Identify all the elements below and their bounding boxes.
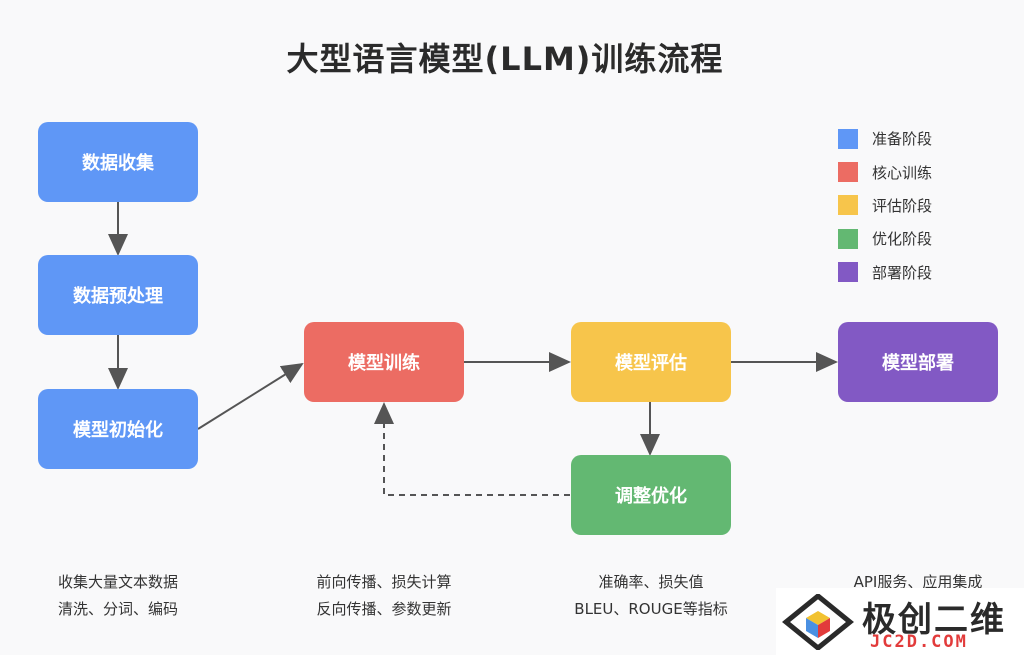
watermark: 极创二维 JC2D.COM: [776, 588, 1024, 655]
node-model-deployment: 模型部署: [838, 322, 998, 402]
legend-item-deployment: 部署阶段: [838, 256, 932, 289]
legend-label-optimization: 优化阶段: [872, 230, 933, 249]
legend-item-core-training: 核心训练: [838, 155, 932, 188]
legend: 准备阶段 核心训练 评估阶段 优化阶段 部署阶段: [838, 122, 932, 289]
legend-swatch-deployment: [838, 262, 858, 283]
description-prep-line-2: 清洗、分词、编码: [57, 600, 178, 618]
legend-item-prep: 准备阶段: [838, 122, 932, 155]
arrow-init-to-training: [197, 362, 304, 430]
description-evaluation-line-1: 准确率、损失值: [598, 573, 704, 591]
node-tuning-optimization: 调整优化: [571, 455, 731, 535]
description-training: 前向传播、损失计算 反向传播、参数更新: [274, 569, 494, 623]
legend-label-core-training: 核心训练: [872, 163, 933, 182]
watermark-text: 极创二维: [862, 600, 1006, 640]
legend-swatch-prep: [838, 128, 858, 149]
legend-item-evaluation: 评估阶段: [838, 189, 932, 222]
description-training-line-1: 前向传播、损失计算: [316, 573, 452, 591]
description-deployment: API服务、应用集成: [808, 569, 1024, 596]
legend-label-evaluation: 评估阶段: [872, 196, 933, 215]
description-prep-line-1: 收集大量文本数据: [57, 573, 178, 591]
node-data-collection: 数据收集: [38, 122, 198, 202]
legend-swatch-evaluation: [838, 195, 858, 216]
arrow-tuning-to-training-feedback: [374, 402, 570, 496]
description-evaluation-line-2: BLEU、ROUGE等指标: [574, 600, 728, 618]
node-model-training: 模型训练: [304, 322, 464, 402]
legend-swatch-core-training: [838, 162, 858, 183]
node-model-initialization: 模型初始化: [38, 389, 198, 469]
description-evaluation: 准确率、损失值 BLEU、ROUGE等指标: [541, 569, 761, 623]
watermark-logo-icon: [782, 594, 854, 650]
legend-swatch-optimization: [838, 228, 858, 249]
legend-label-prep: 准备阶段: [872, 130, 933, 149]
description-deployment-line-1: API服务、应用集成: [853, 573, 983, 591]
node-data-preprocessing: 数据预处理: [38, 255, 198, 335]
node-model-evaluation: 模型评估: [571, 322, 731, 402]
description-prep: 收集大量文本数据 清洗、分词、编码: [8, 569, 228, 623]
diagram-title: 大型语言模型(LLM)训练流程: [286, 40, 724, 78]
legend-item-optimization: 优化阶段: [838, 222, 932, 255]
legend-label-deployment: 部署阶段: [872, 263, 933, 282]
watermark-domain: JC2D.COM: [870, 632, 968, 652]
description-training-line-2: 反向传播、参数更新: [316, 600, 452, 618]
